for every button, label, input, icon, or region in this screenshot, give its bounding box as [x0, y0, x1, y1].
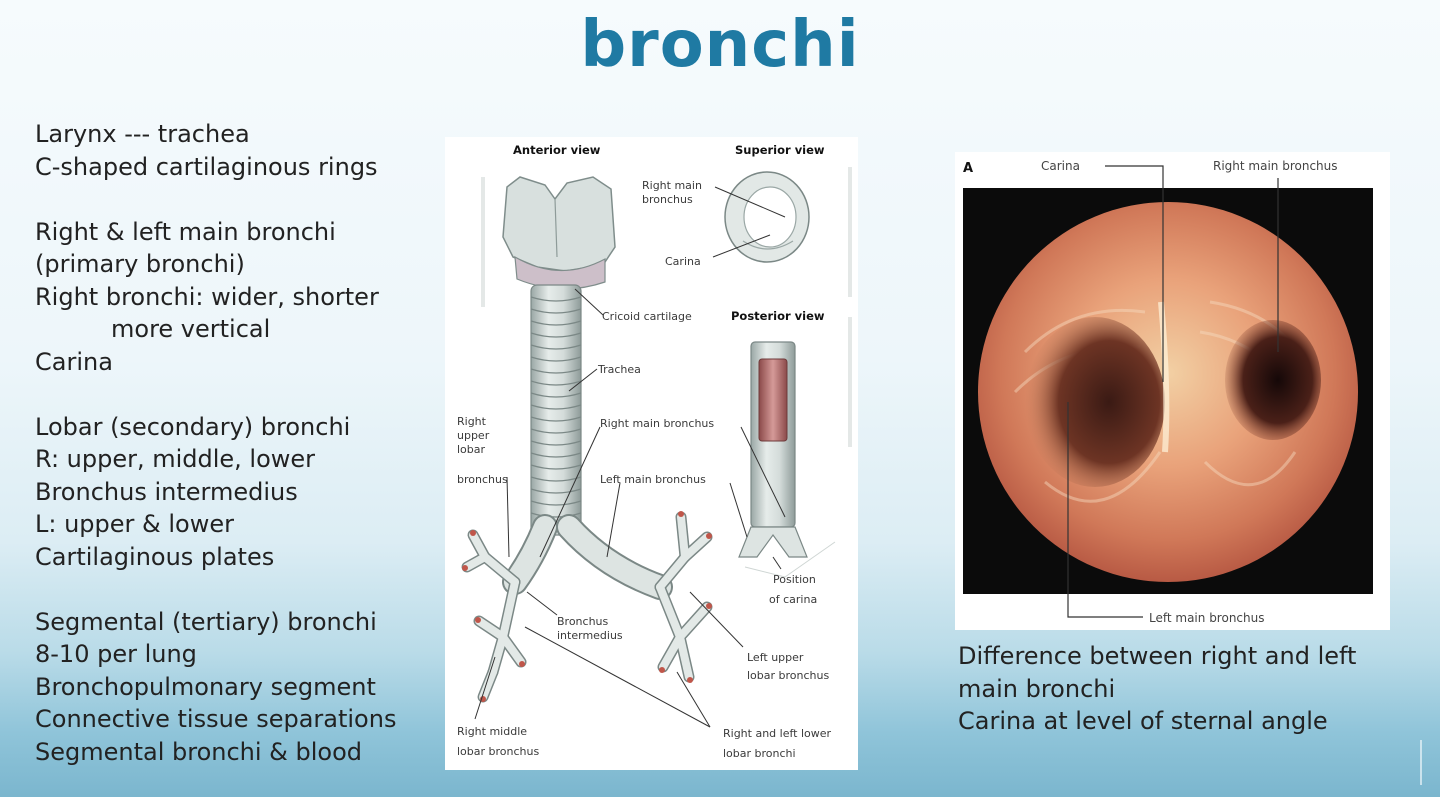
trachea-bronchi-illustration: Anterior view Superior view Posterior vi… — [457, 143, 852, 760]
label-right-upper-lobar: Right — [457, 415, 487, 428]
note-line: R: upper, middle, lower — [35, 445, 316, 473]
right-bronchus-opening — [1225, 320, 1321, 440]
note-line: C-shaped cartilaginous rings — [35, 152, 378, 181]
label-right-main-bronchus: Right main bronchus — [1213, 159, 1338, 173]
label-position-of-carina: of carina — [769, 593, 817, 606]
note-line: Cartilaginous plates — [35, 542, 275, 571]
notes-list: Larynx --- trachea C-shaped cartilaginou… — [35, 118, 435, 768]
larynx-shape — [502, 176, 616, 290]
note-line: Bronchopulmonary segment — [35, 672, 376, 701]
label-bronchus-intermedius: intermedius — [557, 629, 623, 642]
label-right-main-bronchus-superior: bronchus — [642, 193, 693, 206]
label-left-main-bronchus: Left main bronchus — [1149, 611, 1264, 625]
edge-mark — [1420, 740, 1422, 785]
spacer — [35, 573, 435, 606]
spacer — [35, 183, 435, 216]
label-left-main-bronchus: Left main bronchus — [600, 473, 706, 486]
bronchoscopy-figure: A Carina Right main bronchus Left main b… — [955, 152, 1390, 630]
bronchoscopy-image: A Carina Right main bronchus Left main b… — [963, 159, 1373, 625]
note-line: Right bronchi: wider, shorter — [35, 282, 379, 311]
trachea-tube — [530, 284, 582, 536]
caption-line: Carina at level of sternal angle — [958, 707, 1328, 735]
label-right-main-bronchus-superior: Right main — [642, 179, 702, 192]
label-carina: Carina — [1041, 159, 1080, 173]
note-line: Segmental bronchi & blood — [35, 737, 363, 766]
label-right-middle-lobar: Right middle — [457, 725, 527, 738]
superior-view-heading: Superior view — [735, 143, 825, 157]
label-right-upper-lobar: bronchus — [457, 473, 508, 486]
note-line: (primary bronchi) — [35, 250, 245, 278]
note-line: L: upper & lower — [35, 510, 234, 538]
label-lower-lobar-bronchi: lobar bronchi — [723, 747, 796, 760]
posterior-view-shape — [738, 341, 836, 578]
label-cricoid-cartilage: Cricoid cartilage — [602, 310, 692, 323]
note-line: Connective tissue separations — [35, 705, 397, 733]
label-lower-lobar-bronchi: Right and left lower — [723, 727, 832, 740]
slide-title: bronchi — [580, 8, 860, 82]
label-bronchus-intermedius: Bronchus — [557, 615, 609, 628]
label-right-main-bronchus: Right main bronchus — [600, 417, 714, 430]
bronchial-tree — [461, 511, 713, 703]
photo-leader-lines — [1067, 165, 1279, 618]
leader-lines — [474, 186, 786, 728]
caption-line: main bronchi — [958, 674, 1116, 703]
note-line: Right & left main bronchi — [35, 217, 336, 246]
caption-text: Difference between right and left main b… — [958, 640, 1428, 738]
panel-letter: A — [963, 161, 973, 176]
note-line: Carina — [35, 347, 113, 376]
note-line: 8-10 per lung — [35, 640, 197, 668]
note-line: Lobar (secondary) bronchi — [35, 412, 351, 441]
superior-view-ring — [724, 171, 810, 263]
copyright-bar — [848, 317, 852, 447]
label-carina-superior: Carina — [665, 255, 701, 268]
note-line: Segmental (tertiary) bronchi — [35, 607, 377, 636]
note-line: more vertical — [111, 315, 271, 343]
left-bronchus-opening — [1025, 317, 1165, 487]
label-trachea: Trachea — [597, 363, 641, 376]
copyright-bar — [848, 167, 852, 297]
anterior-view-heading: Anterior view — [513, 143, 601, 157]
label-right-upper-lobar: upper — [457, 429, 490, 442]
caption-line: Difference between right and left — [958, 642, 1357, 670]
note-line: Larynx --- trachea — [35, 120, 250, 148]
label-right-upper-lobar: lobar — [457, 443, 486, 456]
note-line: Bronchus intermedius — [35, 477, 298, 506]
anatomy-figure: Anterior view Superior view Posterior vi… — [445, 137, 858, 770]
spacer — [35, 378, 435, 411]
posterior-view-heading: Posterior view — [731, 309, 825, 323]
label-left-upper-lobar: Left upper — [747, 651, 804, 664]
label-position-of-carina: Position — [773, 573, 816, 586]
label-left-upper-lobar: lobar bronchus — [747, 669, 829, 682]
copyright-bar — [481, 177, 485, 307]
label-right-middle-lobar: lobar bronchus — [457, 745, 539, 758]
